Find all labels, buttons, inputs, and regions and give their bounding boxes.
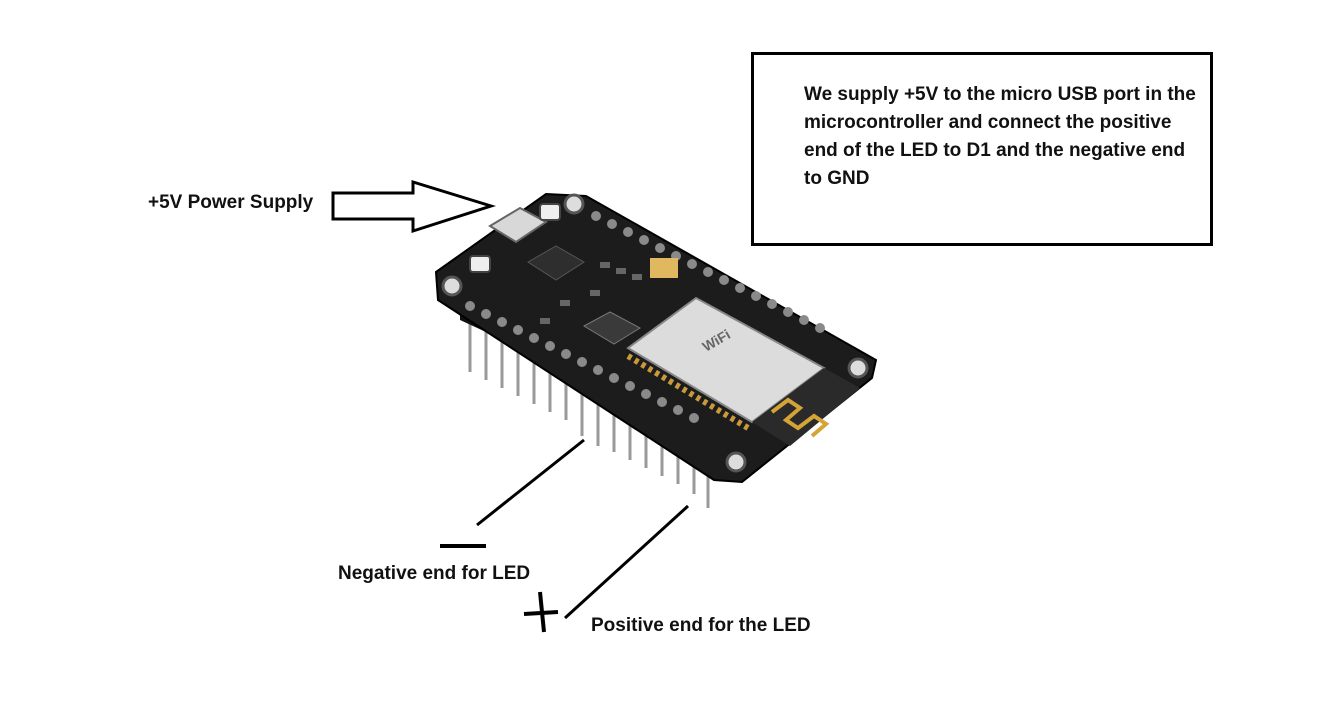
top-pin-row <box>591 211 825 333</box>
antenna-area <box>752 368 860 446</box>
rst-button <box>539 203 561 221</box>
power-supply-label: +5V Power Supply <box>148 192 314 213</box>
mount-hole <box>441 275 463 297</box>
description-box: We supply +5V to the micro USB port in t… <box>751 52 1213 246</box>
positive-lead-line <box>563 504 690 620</box>
negative-lead-line <box>476 438 585 527</box>
voltage-regulator <box>582 311 642 345</box>
antenna-trace <box>770 397 830 438</box>
capacitor <box>650 258 678 278</box>
plus-sign-vertical <box>538 591 546 633</box>
positive-end-label: Positive end for the LED <box>591 615 811 636</box>
smd-components <box>540 262 642 324</box>
negative-end-label: Negative end for LED <box>338 563 531 584</box>
flash-button <box>469 255 491 273</box>
mount-hole <box>563 193 585 215</box>
bottom-pin-row <box>465 301 699 423</box>
micro-usb-port <box>488 206 548 244</box>
description-text: We supply +5V to the micro USB port in t… <box>804 84 1196 189</box>
mount-hole <box>847 357 869 379</box>
usb-serial-chip <box>527 245 585 281</box>
nodemcu-board: WiFi <box>434 192 878 508</box>
mount-hole <box>725 451 747 473</box>
power-arrow-icon <box>331 179 497 234</box>
